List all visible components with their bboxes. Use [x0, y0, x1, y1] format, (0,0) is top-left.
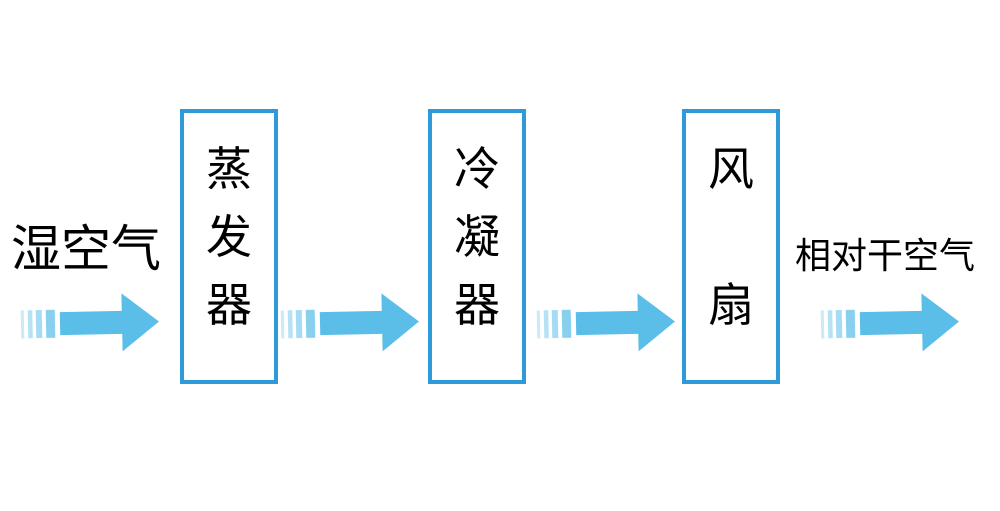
condenser-to-fan-arrow-icon: [535, 292, 676, 355]
condenser-label: 冷 凝 器: [454, 135, 500, 339]
condenser-label-char: 器: [454, 278, 500, 331]
evaporator-label-char: 蒸: [206, 142, 252, 195]
process-box-condenser: 冷 凝 器: [428, 109, 526, 384]
fan-label-char: [708, 203, 754, 271]
evaporator-label-char: 器: [206, 278, 252, 331]
inlet-flow-arrow-icon: [19, 292, 160, 355]
process-box-fan: 风 扇: [682, 109, 780, 384]
right-arrow-icon: [820, 293, 959, 352]
right-arrow-icon: [280, 293, 419, 352]
condenser-label-char: 冷: [454, 142, 500, 195]
condenser-label-char: 凝: [454, 210, 500, 263]
outlet-flow-arrow-icon: [819, 292, 960, 355]
evaporator-to-condenser-arrow-icon: [279, 292, 420, 355]
process-box-evaporator: 蒸 发 器: [180, 109, 278, 384]
fan-label-char: 扇: [708, 278, 754, 331]
evaporator-label: 蒸 发 器: [206, 135, 252, 339]
right-arrow-icon: [536, 293, 675, 352]
evaporator-label-char: 发: [206, 210, 252, 263]
outlet-air-label: 相对干空气: [795, 235, 976, 276]
right-arrow-icon: [20, 293, 159, 352]
inlet-air-label: 湿空气: [11, 221, 161, 277]
fan-label: 风 扇: [708, 135, 754, 339]
fan-label-char: 风: [708, 142, 754, 195]
